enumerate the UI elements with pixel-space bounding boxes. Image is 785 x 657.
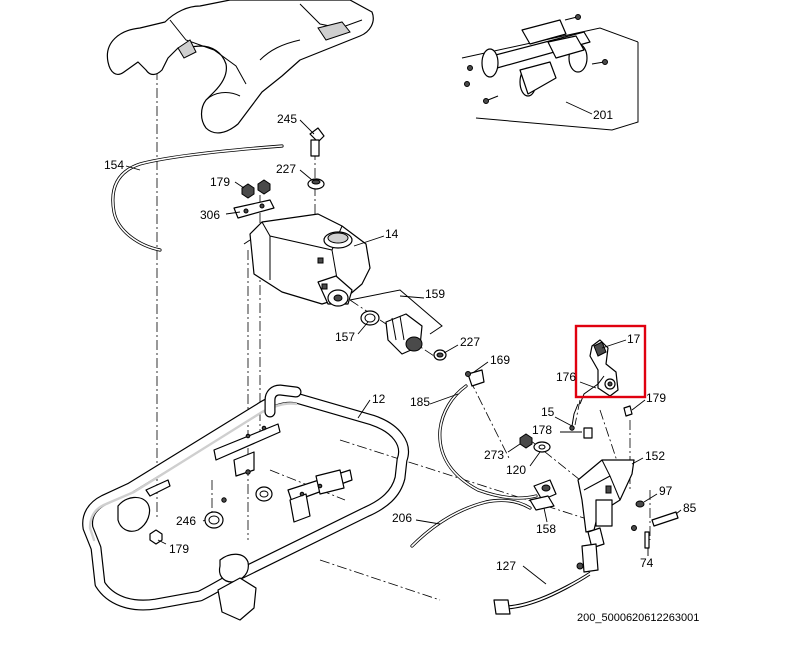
label-306: 306 [200, 208, 220, 222]
cable-127 [493, 543, 599, 615]
label-15: 15 [541, 405, 555, 419]
hose-154 [111, 144, 284, 252]
tank-14 [243, 213, 371, 307]
frame-12 [82, 384, 409, 621]
label-185: 185 [410, 395, 430, 409]
valve-158 [529, 479, 557, 511]
label-201: 201 [593, 108, 613, 122]
label-154: 154 [104, 158, 124, 172]
label-176: 176 [556, 370, 576, 384]
seat-assembly [106, 0, 374, 134]
label-245: 245 [277, 112, 297, 126]
drawing-number: 200_5000620612263001 [577, 612, 699, 624]
label-14: 14 [385, 227, 399, 241]
label-74: 74 [640, 556, 654, 570]
part-labels: 17 176 179 15 178 201 245 154 227 179 30… [104, 108, 699, 624]
leader-lines [125, 101, 682, 585]
label-179-top: 179 [210, 175, 230, 189]
label-206: 206 [392, 511, 412, 525]
filter-group [349, 289, 485, 387]
hose-206 [410, 498, 532, 548]
label-120: 120 [506, 463, 526, 477]
label-159: 159 [425, 287, 445, 301]
label-246: 246 [176, 514, 196, 528]
bracket-152 [519, 427, 679, 549]
label-227-mid: 227 [460, 335, 480, 349]
label-12: 12 [372, 392, 386, 406]
label-97: 97 [659, 484, 673, 498]
label-158: 158 [536, 522, 556, 536]
label-273: 273 [484, 448, 504, 462]
label-152: 152 [645, 449, 665, 463]
kit-201 [461, 14, 639, 131]
lever-17 [569, 339, 633, 431]
label-17: 17 [627, 332, 641, 346]
label-127: 127 [496, 559, 516, 573]
label-85: 85 [683, 501, 697, 515]
grommet-227-top [307, 178, 325, 190]
label-157: 157 [335, 330, 355, 344]
label-179-right: 179 [646, 391, 666, 405]
fitting-245 [309, 127, 325, 157]
hose-185 [438, 384, 538, 500]
label-169: 169 [490, 353, 510, 367]
highlight-box [574, 324, 647, 399]
label-227-top: 227 [276, 162, 296, 176]
label-178: 178 [532, 423, 552, 437]
bracket-306 [233, 179, 275, 219]
label-179-bottom: 179 [169, 542, 189, 556]
